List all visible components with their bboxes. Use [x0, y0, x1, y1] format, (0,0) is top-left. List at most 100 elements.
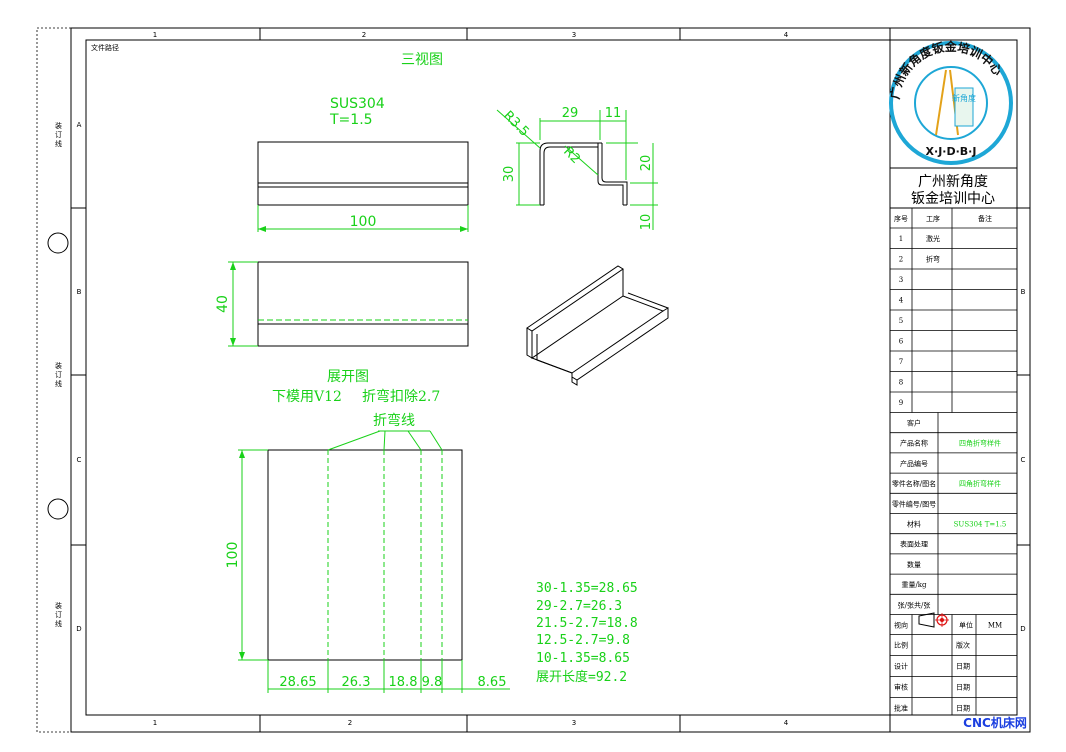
column-label: 2 [348, 719, 352, 727]
info-label: 重量/kg [901, 581, 927, 589]
company-logo: 广州新角度钣金培训中心 X·J·D·B·J 新角度 [887, 39, 1013, 165]
bend-lines-label: 折弯线 [373, 412, 415, 429]
dim-front-width: 100 [350, 214, 377, 230]
unfold-title: 展开图 [327, 369, 369, 385]
outer-frame [70, 27, 1031, 733]
row-label: B [1021, 288, 1026, 296]
dim-height-10: 10 [639, 214, 654, 231]
segment-dim: 26.3 [342, 675, 371, 690]
info-label: 产品编号 [900, 459, 928, 468]
calc-line: 21.5-2.7=18.8 [536, 616, 638, 631]
info-label: 零件名称/图名 [892, 479, 936, 488]
info-label: 产品名称 [900, 439, 928, 448]
title-block [889, 40, 1017, 715]
dim-unfold-height: 100 [225, 542, 241, 569]
three-view-title: 三视图 [401, 52, 443, 68]
dim-top-depth: 40 [215, 295, 231, 313]
watermark: CNC机床网 [963, 715, 1027, 730]
dim-outer-radius: R3.5 [500, 108, 532, 140]
info-label: 零件编号/图号 [892, 499, 936, 508]
column-label: 2 [362, 31, 366, 39]
column-label: 4 [784, 719, 789, 727]
row-label: B [77, 288, 82, 296]
binding-line-label: 装订线 [55, 121, 62, 148]
info-value: 四角折弯样件 [959, 439, 1001, 448]
inner-frame [85, 39, 1018, 716]
process-row-number: 6 [899, 338, 904, 346]
row-zones [71, 207, 1030, 546]
row-label: C [1021, 456, 1026, 464]
company-name-line2: 钣金培训中心 [911, 191, 995, 207]
material-label: SUS304 [330, 96, 385, 112]
sign-label: 日期 [956, 705, 970, 713]
column-label: 4 [784, 31, 789, 39]
front-view [257, 141, 469, 232]
process-header: 备注 [978, 214, 992, 223]
row-label: A [77, 121, 82, 129]
flat-pattern [238, 430, 510, 693]
process-row-number: 9 [899, 399, 903, 407]
top-view [228, 261, 469, 347]
segment-dim: 18.8 [389, 675, 418, 690]
binding-strip [36, 27, 72, 733]
dim-width-29: 29 [562, 106, 579, 121]
die-note: 下模用V12 [272, 389, 342, 405]
thickness-label: T=1.5 [329, 112, 373, 128]
sign-label: 比例 [894, 641, 908, 650]
unit-value: MM [988, 622, 1002, 630]
process-header: 工序 [926, 214, 940, 223]
isometric-view [526, 265, 669, 386]
projection-symbol [918, 612, 949, 628]
logo-letters: X·J·D·B·J [926, 145, 977, 158]
sign-label: 批准 [894, 704, 908, 713]
sign-label: 审核 [894, 683, 908, 692]
binding-line-label: 装订线 [55, 361, 62, 388]
info-label: 数量 [907, 560, 921, 569]
unit-label: 单位 [959, 621, 973, 630]
info-label: 客户 [907, 419, 921, 428]
view-direction-label: 视向 [894, 621, 908, 630]
info-value: SUS304 T=1.5 [954, 521, 1007, 529]
title-block-grid [890, 208, 1017, 715]
row-label: C [77, 456, 82, 464]
svg-text:广州新角度钣金培训中心: 广州新角度钣金培训中心 [887, 39, 1005, 100]
row-label: D [76, 625, 81, 633]
segment-dim: 8.65 [478, 675, 507, 690]
column-label: 3 [572, 31, 576, 39]
dim-inner-radius: R2 [560, 144, 583, 167]
logo-ring-text: 广州新角度钣金培训中心 [887, 39, 1005, 100]
logo-center-text: 新角度 [952, 93, 976, 103]
dim-width-11: 11 [605, 106, 622, 121]
binding-hole [47, 232, 69, 254]
dim-height-30: 30 [502, 166, 517, 183]
process-row-number: 5 [899, 317, 903, 325]
info-value: 四角折弯样件 [959, 479, 1001, 488]
process-header: 序号 [894, 214, 908, 223]
info-label: 表面处理 [900, 540, 928, 549]
process-row-number: 7 [899, 358, 903, 366]
process-row-operation: 激光 [926, 234, 940, 243]
file-path-label: 文件路径 [91, 43, 119, 52]
segment-dim: 9.8 [422, 675, 443, 690]
column-label: 1 [153, 31, 157, 39]
side-profile-view [496, 109, 658, 230]
calc-line: 10-1.35=8.65 [536, 651, 630, 666]
row-label: D [1020, 625, 1025, 633]
column-label: 1 [153, 719, 157, 727]
column-zones [259, 28, 891, 732]
info-label: 材料 [907, 520, 921, 529]
calc-line: 29-2.7=26.3 [536, 599, 622, 614]
binding-hole [47, 498, 69, 520]
info-label: 张/张共/张 [898, 600, 931, 609]
total-length: 展开长度=92.2 [536, 669, 627, 685]
column-label: 3 [572, 719, 576, 727]
process-row-number: 3 [899, 276, 903, 284]
dim-height-20: 20 [639, 155, 654, 172]
company-name-line1: 广州新角度 [918, 174, 988, 190]
sign-label: 日期 [956, 684, 970, 692]
sign-label: 版次 [956, 641, 970, 650]
binding-line-label: 装订线 [55, 601, 62, 628]
calc-line: 12.5-2.7=9.8 [536, 633, 630, 648]
